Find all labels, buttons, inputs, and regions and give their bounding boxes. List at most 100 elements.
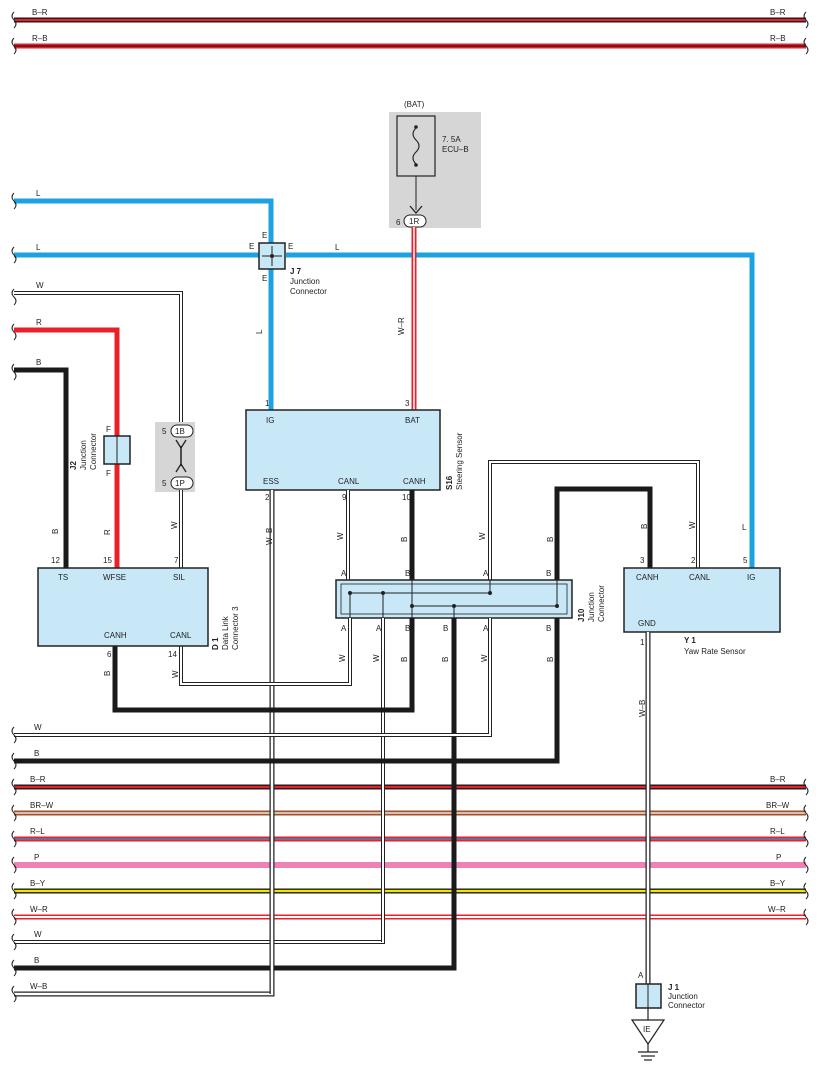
svg-text:W: W xyxy=(34,723,42,732)
svg-text:R–L: R–L xyxy=(770,827,785,836)
svg-text:B: B xyxy=(103,671,112,676)
fuse-rating: 7. 5A xyxy=(442,135,461,144)
svg-text:A: A xyxy=(483,624,489,633)
svg-text:W–R: W–R xyxy=(397,317,406,335)
svg-text:Data Link: Data Link xyxy=(221,615,230,650)
svg-text:P: P xyxy=(776,853,781,862)
svg-text:Connector: Connector xyxy=(597,585,606,622)
svg-text:6: 6 xyxy=(107,650,112,659)
svg-text:S16: S16 xyxy=(445,475,454,490)
svg-text:L: L xyxy=(335,243,340,252)
svg-text:B: B xyxy=(546,537,555,542)
wire-w-canl-s16: W xyxy=(336,490,350,580)
bus-wire-b-r-top: B–R B–R xyxy=(14,8,806,23)
yaw-rate-sensor-y1: 3 2 5 CANH CANL IG GND 1 Y 1 Yaw Rate Se… xyxy=(623,556,781,656)
svg-text:Connector 3: Connector 3 xyxy=(231,606,240,650)
svg-text:W–B: W–B xyxy=(30,982,47,991)
wire-label: B–R xyxy=(770,8,786,17)
svg-text:B: B xyxy=(405,624,410,633)
svg-text:Connector: Connector xyxy=(89,433,98,470)
data-link-connector-d1: 12 15 7 TS WFSE SIL CANH CANL 6 14 D 1 D… xyxy=(37,556,240,659)
wire-label-w-d1-canl: W xyxy=(171,670,180,678)
svg-text:IG: IG xyxy=(266,416,274,425)
svg-text:B: B xyxy=(546,569,551,578)
fuse-ecu-b: (BAT) 7. 5A ECU–B 6 1R xyxy=(389,100,481,228)
break-marks-bottom xyxy=(11,726,809,1003)
svg-text:Connector: Connector xyxy=(668,1001,705,1010)
wire-r-in: R R xyxy=(14,318,120,570)
svg-text:E: E xyxy=(262,231,267,240)
svg-text:B: B xyxy=(441,657,450,662)
svg-text:CANL: CANL xyxy=(689,573,711,582)
svg-text:A: A xyxy=(341,624,347,633)
svg-text:Junction: Junction xyxy=(587,592,596,622)
fuse-name: ECU–B xyxy=(442,145,469,154)
wire-l-j7-down: L xyxy=(255,268,274,410)
svg-text:B: B xyxy=(640,524,649,529)
svg-text:1: 1 xyxy=(640,638,645,647)
wire-l-mid: L L L xyxy=(14,243,755,568)
svg-text:W–B: W–B xyxy=(638,700,647,717)
svg-text:3: 3 xyxy=(640,556,645,565)
svg-text:B–Y: B–Y xyxy=(30,879,46,888)
svg-text:W: W xyxy=(480,654,489,662)
svg-text:CANL: CANL xyxy=(170,631,192,640)
bus-wire-r-b-top: R–B R–B xyxy=(14,34,806,49)
svg-text:R–L: R–L xyxy=(30,827,45,836)
svg-text:Y 1: Y 1 xyxy=(684,636,696,645)
svg-text:A: A xyxy=(638,971,644,980)
bus-wire-br-w: BR–W BR–W xyxy=(14,801,806,816)
svg-text:9: 9 xyxy=(342,493,347,502)
svg-text:F: F xyxy=(106,469,111,478)
wire-label: R–B xyxy=(770,34,786,43)
fuse-pin: 6 xyxy=(396,218,401,227)
inline-connector-1b-1p: 1B 5 1P 5 xyxy=(155,422,195,492)
svg-text:1: 1 xyxy=(265,399,270,408)
bus-wire-b-y: B–Y B–Y xyxy=(14,879,806,894)
svg-text:5: 5 xyxy=(743,556,748,565)
svg-text:B: B xyxy=(400,537,409,542)
svg-text:SIL: SIL xyxy=(173,573,186,582)
svg-text:W–R: W–R xyxy=(30,905,48,914)
svg-text:GND: GND xyxy=(638,619,656,628)
break-marks-left xyxy=(11,192,17,381)
svg-text:B: B xyxy=(443,624,448,633)
svg-text:5: 5 xyxy=(162,479,167,488)
wire-break-marks xyxy=(11,11,809,55)
svg-text:W: W xyxy=(36,281,44,290)
svg-text:B: B xyxy=(400,657,409,662)
svg-text:D 1: D 1 xyxy=(211,637,220,650)
svg-text:R: R xyxy=(36,318,42,327)
vertical-wire-overlays xyxy=(269,770,651,994)
svg-text:E: E xyxy=(262,274,267,283)
svg-text:CANL: CANL xyxy=(338,477,360,486)
svg-text:BR–W: BR–W xyxy=(766,801,790,810)
svg-text:A: A xyxy=(341,569,347,578)
bus-wire-p: P P xyxy=(14,853,806,868)
svg-text:W: W xyxy=(336,532,345,540)
svg-text:3: 3 xyxy=(405,399,410,408)
svg-text:BR–W: BR–W xyxy=(30,801,54,810)
junction-connector-j2: F F J2 Junction Connector xyxy=(69,425,131,478)
bus-wire-w-r: W–R W–R xyxy=(14,905,806,920)
svg-text:P: P xyxy=(34,853,39,862)
svg-text:Yaw Rate Sensor: Yaw Rate Sensor xyxy=(684,647,746,656)
wire-j10-a1-to-d1-canl: W xyxy=(179,618,352,686)
svg-text:J 1: J 1 xyxy=(668,983,680,992)
svg-text:IE: IE xyxy=(643,1025,651,1034)
svg-text:15: 15 xyxy=(103,556,112,565)
wire-j10-b2-bot-to-bus: B B xyxy=(14,618,560,764)
svg-text:A: A xyxy=(376,624,382,633)
svg-text:1B: 1B xyxy=(175,427,185,436)
svg-text:Junction: Junction xyxy=(668,992,698,1001)
svg-text:L: L xyxy=(36,243,41,252)
svg-text:B: B xyxy=(51,529,60,534)
wire-w-j10-y1-canl: W W xyxy=(478,460,700,580)
svg-text:B–Y: B–Y xyxy=(770,879,786,888)
svg-text:W: W xyxy=(372,654,381,662)
wire-w-sil: W xyxy=(170,490,183,570)
svg-text:Junction: Junction xyxy=(290,277,320,286)
wire-b-j10-y1-canh: B B xyxy=(546,486,653,580)
svg-text:2: 2 xyxy=(691,556,696,565)
svg-text:B: B xyxy=(546,624,551,633)
